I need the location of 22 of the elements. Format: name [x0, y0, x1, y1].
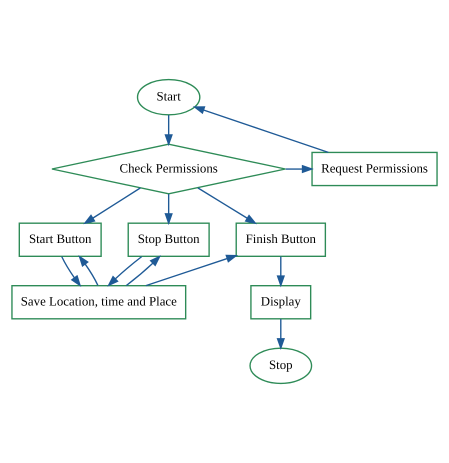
arrow — [164, 115, 173, 146]
arrow — [126, 255, 162, 286]
node-ellipse: Stop — [249, 347, 312, 384]
arrow — [276, 319, 285, 350]
arrow — [286, 164, 314, 174]
arrow — [276, 256, 285, 288]
node-box: Display — [250, 285, 312, 320]
node-box: Stop Button — [128, 222, 210, 257]
node-diamond: Check Permissions — [51, 143, 286, 195]
arrow — [107, 256, 142, 287]
arrow — [192, 106, 329, 154]
arrow — [197, 187, 257, 224]
arrow — [78, 254, 98, 286]
arrow — [61, 256, 82, 287]
node-box: Request Permissions — [311, 152, 438, 186]
node-box: Finish Button — [236, 222, 326, 257]
arrow — [83, 187, 141, 224]
node-box: Start Button — [18, 222, 102, 257]
node-ellipse: Start — [136, 78, 200, 116]
arrow — [146, 254, 238, 286]
node-box: Save Location, time and Place — [11, 285, 186, 320]
arrow — [164, 194, 173, 226]
